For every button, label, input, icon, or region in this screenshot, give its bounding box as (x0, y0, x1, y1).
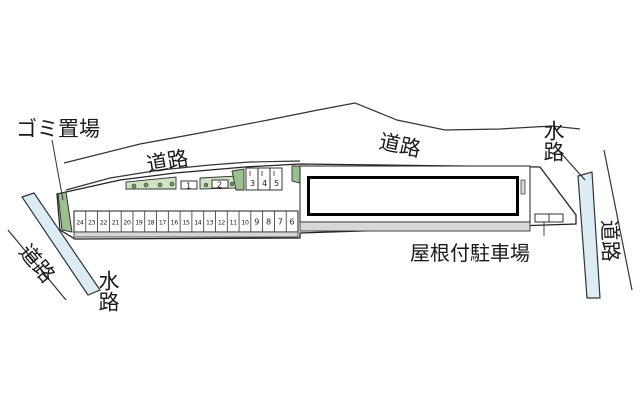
garbage-area (57, 191, 73, 233)
parking-space-4-label: 4 (262, 179, 267, 188)
bike-spot-2 (211, 179, 229, 189)
parking-space-18-label: 18 (147, 220, 155, 227)
bike-spot-2-label: 2 (217, 181, 222, 190)
garbage-label: ゴミ置場 (16, 117, 100, 141)
waterway-left (21, 192, 101, 296)
parking-space-22-label: 22 (100, 220, 108, 227)
parking-space-10-label: 10 (241, 220, 249, 227)
road-left-label: 道路 (14, 240, 59, 288)
parking-row-curb (73, 231, 299, 238)
waterway-left-label: 水路 (96, 270, 120, 312)
parking-space-24-label: 24 (76, 220, 84, 227)
parking-upper-frame (245, 167, 283, 191)
parking-space-6-label: 6 (290, 218, 295, 227)
walkway (299, 221, 531, 232)
road-edge-upper (63, 102, 581, 164)
waterway-right-bank (603, 149, 633, 291)
parking-space-13-label: 13 (206, 220, 214, 227)
parking-space-14-label: 14 (194, 220, 202, 227)
road-top-right-label: 道路 (377, 129, 423, 161)
parking-space-20-label: 20 (124, 220, 132, 227)
waterway-right-label: 水路 (541, 120, 565, 162)
parking-space-23-label: 23 (88, 220, 96, 227)
parking-space-9-label: 9 (254, 218, 259, 227)
building-inner (310, 179, 516, 213)
parking-space-3-label: 3 (250, 179, 255, 188)
waterway-left-bank (7, 229, 67, 301)
parking-row-dividers (85, 211, 287, 232)
shrubs (131, 181, 235, 189)
bike-spot-1 (180, 180, 198, 190)
parking-space-8-label: 8 (266, 218, 271, 227)
green-wedge (231, 168, 245, 191)
green-strip-left (125, 176, 177, 190)
waterway-right-bank-upper (559, 151, 586, 181)
parking-space-19-label: 19 (135, 220, 143, 227)
waterway-right (577, 171, 601, 299)
parking-space-11-label: 11 (230, 220, 238, 227)
parking-upper-group: 3 4 5 (245, 167, 283, 191)
parking-space-15-label: 15 (182, 220, 190, 227)
parking-space-16-label: 16 (171, 220, 179, 227)
road-edge-lower (65, 160, 301, 191)
road-right-label: 道路 (597, 219, 622, 262)
bike-spot-1-label: 1 (186, 182, 191, 191)
parking-space-12-label: 12 (218, 220, 226, 227)
parking-space-17-label: 17 (159, 220, 167, 227)
roofed-parking-label: 屋根付駐車場 (410, 241, 530, 265)
parking-space-21-label: 21 (112, 220, 120, 227)
parking-space-7-label: 7 (278, 218, 283, 227)
green-corner-right (291, 165, 301, 184)
parking-space-5-label: 5 (274, 179, 279, 188)
building-side-strip (520, 179, 526, 195)
garbage-leader (51, 139, 64, 201)
